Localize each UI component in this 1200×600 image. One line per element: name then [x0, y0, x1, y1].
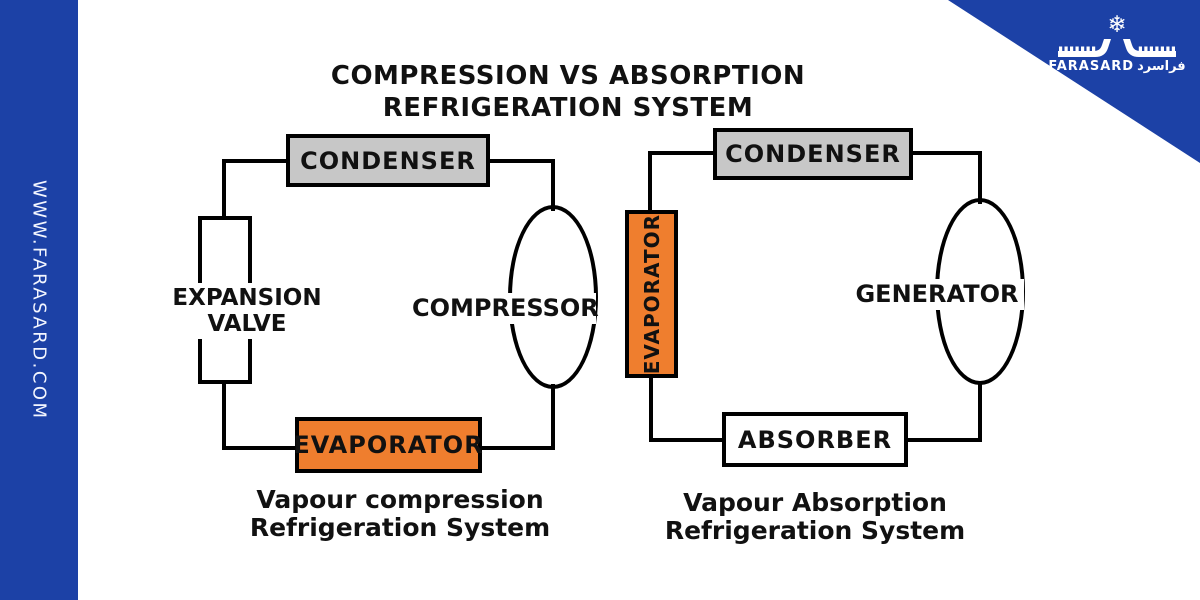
absorption-caption: Vapour Absorption Refrigeration System: [664, 488, 966, 545]
pipe: [551, 159, 555, 211]
absorber-box: ABSORBER: [722, 412, 908, 467]
compression-evaporator-box: EVAPORATOR: [293, 417, 484, 473]
brand-sidebar: WWW.FARASARD.COM: [0, 0, 78, 600]
pipe: [904, 438, 982, 442]
evaporator-label: EVAPORATOR: [293, 431, 484, 459]
expansion-valve-label: EXPANSION VALVE: [153, 283, 341, 339]
logo-wordmark: FARASARD فراسرد: [1048, 59, 1185, 74]
condenser-label: CONDENSER: [300, 146, 476, 175]
pipe: [222, 446, 299, 450]
website-url-text: WWW.FARASARD.COM: [28, 179, 50, 421]
gear-arcs-icon: [1058, 39, 1176, 57]
compressor-label: COMPRESSOR: [408, 293, 599, 324]
page-title-line1: COMPRESSION VS ABSORPTION: [330, 61, 806, 91]
page-title-line2: REFRIGERATION SYSTEM: [382, 93, 754, 123]
generator-label: GENERATOR: [850, 279, 1024, 310]
pipe: [551, 384, 555, 450]
pipe: [222, 159, 226, 220]
logo-latin-text: FARASARD: [1048, 59, 1135, 74]
page-title: COMPRESSION VS ABSORPTION REFRIGERATION …: [168, 60, 968, 124]
pipe: [649, 374, 653, 442]
compression-caption: Vapour compression Refrigeration System: [249, 485, 551, 542]
condenser-label: CONDENSER: [725, 140, 901, 168]
pipe: [978, 381, 982, 442]
absorber-label: ABSORBER: [737, 425, 893, 454]
pipe: [486, 159, 555, 163]
pipe: [478, 446, 555, 450]
logo-arabic-text: فراسرد: [1137, 59, 1186, 74]
compression-condenser-box: CONDENSER: [286, 134, 490, 187]
pipe: [648, 151, 717, 155]
absorption-condenser-box: CONDENSER: [713, 128, 913, 180]
farasard-logo: ❄: [1048, 12, 1185, 75]
pipe: [648, 151, 652, 214]
absorption-evaporator-box: EVAPORATOR: [625, 210, 678, 378]
pipe: [978, 151, 982, 204]
pipe: [649, 438, 726, 442]
pipe: [222, 159, 290, 163]
pipe: [909, 151, 982, 155]
evaporator-label: EVAPORATOR: [639, 213, 664, 375]
snowflake-icon: ❄: [1107, 12, 1127, 38]
pipe: [222, 380, 226, 450]
